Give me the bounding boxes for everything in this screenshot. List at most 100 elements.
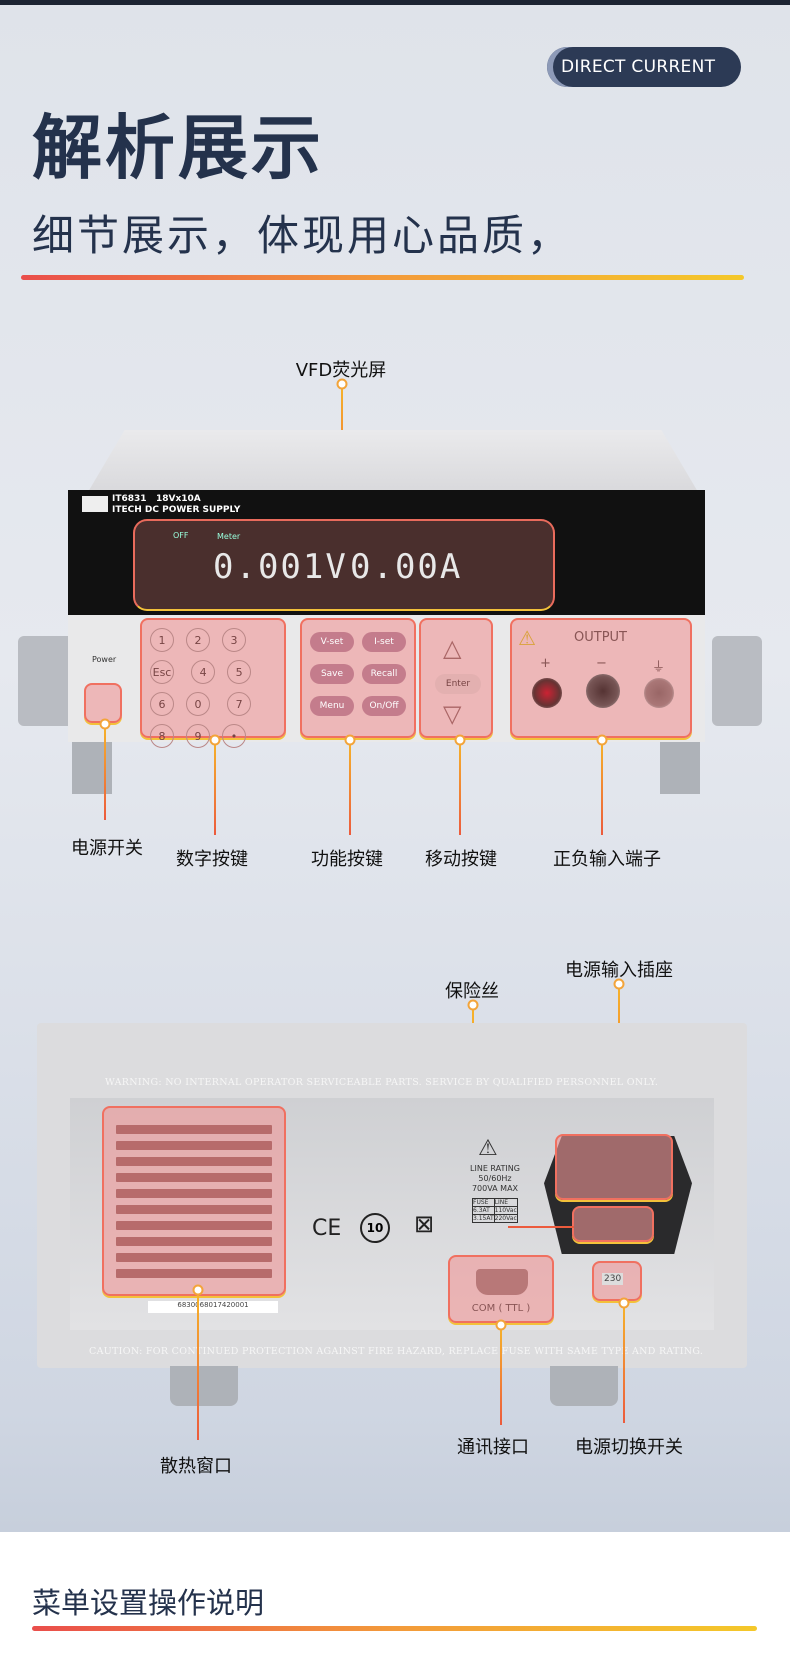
vent-slot bbox=[116, 1269, 272, 1278]
left-handle bbox=[18, 636, 76, 726]
vent-slot bbox=[116, 1221, 272, 1230]
vfd-display: OFF Meter 0.001V 0.00A bbox=[133, 519, 555, 611]
save-key[interactable]: Save bbox=[310, 664, 354, 684]
warning-text: WARNING: NO INTERNAL OPERATOR SERVICEABL… bbox=[105, 1077, 659, 1088]
callout-fuse: 保险丝 bbox=[445, 981, 499, 1002]
current-readout: 0.00A bbox=[350, 547, 463, 587]
callout-dot bbox=[596, 734, 608, 746]
model-text: IT6831 bbox=[112, 494, 147, 504]
key-2[interactable]: 2 bbox=[186, 628, 210, 652]
callout-voltage-switch: 电源切换开关 bbox=[575, 1437, 683, 1458]
negative-terminal[interactable] bbox=[586, 674, 620, 708]
output-label: OUTPUT bbox=[574, 630, 627, 645]
caution-triangle-icon: ⚠ bbox=[478, 1136, 498, 1161]
vset-key[interactable]: V-set bbox=[310, 632, 354, 652]
callout-line bbox=[623, 1303, 625, 1423]
positive-terminal[interactable] bbox=[532, 678, 562, 708]
ce-mark: CE bbox=[312, 1216, 342, 1241]
down-arrow-icon[interactable]: ▽ bbox=[443, 700, 462, 728]
callout-line bbox=[601, 740, 603, 835]
callout-numeric-keys: 数字按键 bbox=[176, 849, 248, 870]
callout-navigation-keys: 移动按键 bbox=[425, 849, 497, 870]
switch-value: 230 bbox=[602, 1273, 624, 1285]
vent-slot bbox=[116, 1157, 272, 1166]
key-9[interactable]: 9 bbox=[186, 724, 210, 748]
ground-terminal[interactable] bbox=[644, 678, 674, 708]
page-title: 解析展示 bbox=[32, 107, 324, 189]
itech-logo bbox=[82, 496, 108, 512]
key-7[interactable]: 7 bbox=[227, 692, 252, 716]
recall-key[interactable]: Recall bbox=[362, 664, 406, 684]
callout-power-switch: 电源开关 bbox=[71, 838, 143, 859]
vent-grille bbox=[102, 1106, 286, 1296]
page-subtitle: 细节展示，体现用心品质， bbox=[32, 211, 573, 260]
up-arrow-icon[interactable]: △ bbox=[443, 634, 462, 662]
key-3[interactable]: 3 bbox=[222, 628, 246, 652]
rear-plate: 6830068017420001 CE 10 ⊠ ⚠ LINE RATING 5… bbox=[70, 1098, 714, 1330]
key-0[interactable]: 0 bbox=[186, 692, 210, 716]
section-title: 菜单设置操作说明 bbox=[32, 1586, 265, 1620]
top-bar bbox=[0, 0, 790, 5]
callout-line bbox=[500, 1325, 502, 1425]
callout-line bbox=[349, 740, 351, 835]
callout-vent: 散热窗口 bbox=[160, 1456, 232, 1477]
fuse-value: 6.3AT bbox=[472, 1206, 495, 1215]
callout-dot bbox=[99, 718, 111, 730]
onoff-key[interactable]: On/Off bbox=[362, 696, 406, 716]
callout-dot bbox=[613, 978, 625, 990]
power-label: Power bbox=[92, 655, 117, 664]
line-rating-title: LINE RATING bbox=[470, 1164, 520, 1173]
function-keys: V-set I-set Save Recall Menu On/Off bbox=[300, 618, 416, 738]
line-value: 220Vac bbox=[493, 1214, 518, 1223]
iset-key[interactable]: I-set bbox=[362, 632, 406, 652]
fuse-header: FUSE bbox=[472, 1198, 495, 1207]
epup-10-mark: 10 bbox=[360, 1213, 390, 1243]
enter-key[interactable]: Enter bbox=[435, 674, 481, 694]
minus-sign: − bbox=[596, 656, 607, 671]
callout-dot bbox=[344, 734, 356, 746]
output-terminals: ⚠ OUTPUT + − ⏚ bbox=[510, 618, 692, 738]
callout-dot bbox=[618, 1297, 630, 1309]
vent-slot bbox=[116, 1237, 272, 1246]
key-6[interactable]: 6 bbox=[150, 692, 174, 716]
com-label: COM ( TTL ) bbox=[471, 1303, 531, 1314]
vent-slot bbox=[116, 1173, 272, 1182]
callout-dot bbox=[467, 999, 479, 1011]
vent-slot bbox=[116, 1125, 272, 1134]
key-4[interactable]: 4 bbox=[191, 660, 216, 684]
rear-left-foot bbox=[170, 1366, 238, 1406]
power-switch[interactable] bbox=[84, 683, 122, 723]
left-foot bbox=[72, 742, 112, 794]
key-esc[interactable]: Esc bbox=[150, 660, 174, 684]
menu-key[interactable]: Menu bbox=[310, 696, 354, 716]
front-unit-top bbox=[88, 430, 698, 492]
badge-text: DIRECT CURRENT bbox=[561, 57, 716, 77]
fuse-holder[interactable] bbox=[572, 1206, 654, 1242]
fuse-callout-line bbox=[508, 1226, 574, 1228]
section-underline bbox=[32, 1626, 757, 1631]
right-foot bbox=[660, 742, 700, 794]
key-1[interactable]: 1 bbox=[150, 628, 174, 652]
callout-dot bbox=[192, 1284, 204, 1296]
key-8[interactable]: 8 bbox=[150, 724, 174, 748]
brand-line: ITECH DC POWER SUPPLY bbox=[112, 505, 241, 515]
vent-slot bbox=[116, 1205, 272, 1214]
com-port[interactable]: COM ( TTL ) bbox=[448, 1255, 554, 1323]
callout-function-keys: 功能按键 bbox=[311, 849, 383, 870]
callout-line bbox=[459, 740, 461, 835]
plus-sign: + bbox=[540, 656, 551, 671]
right-handle bbox=[712, 636, 762, 726]
callout-dot bbox=[495, 1319, 507, 1331]
vent-slot bbox=[116, 1141, 272, 1150]
warning-icon: ⚠ bbox=[518, 626, 536, 650]
voltage-selector-switch[interactable]: 230 bbox=[592, 1261, 642, 1301]
power-inlet[interactable] bbox=[555, 1134, 673, 1200]
callout-dot bbox=[454, 734, 466, 746]
key-dot[interactable]: • bbox=[222, 724, 246, 748]
key-5[interactable]: 5 bbox=[227, 660, 252, 684]
line-rating-frequency: 50/60Hz bbox=[478, 1174, 512, 1183]
line-value: 110Vac bbox=[493, 1206, 518, 1215]
